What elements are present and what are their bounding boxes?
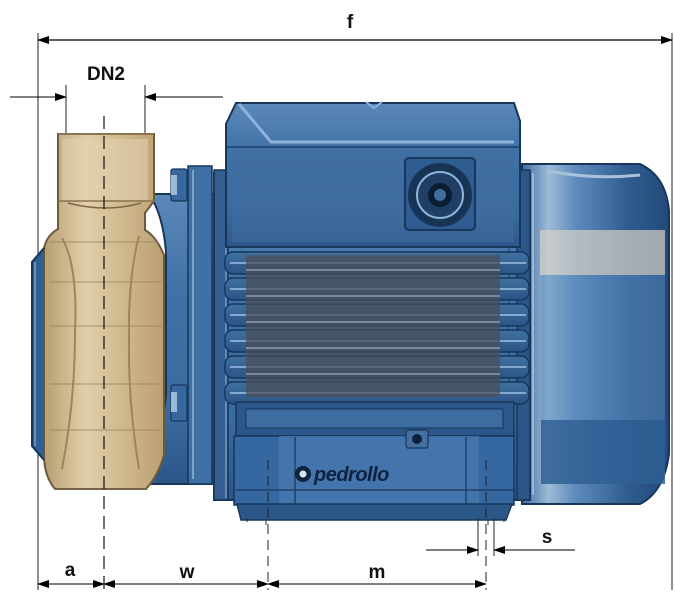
pump-adapter — [147, 165, 215, 485]
dimension-dn2: DN2 — [10, 64, 223, 143]
bottom-dimensions: a w m s — [37, 460, 575, 590]
pump-casing — [31, 133, 165, 490]
bolt-top — [170, 168, 188, 202]
motor-base: pedrollo — [233, 401, 515, 525]
cable-gland — [404, 157, 476, 231]
label-s: s — [542, 527, 553, 548]
label-f: f — [347, 12, 354, 33]
motor-end-cover — [521, 163, 670, 505]
label-m: m — [369, 562, 386, 583]
cooling-fins — [224, 251, 530, 405]
brand-logo: pedrollo — [295, 464, 390, 486]
bolt-bottom — [170, 384, 188, 422]
label-dn2: DN2 — [87, 64, 125, 85]
label-a: a — [65, 560, 76, 581]
terminal-box — [225, 101, 521, 248]
label-w: w — [179, 562, 195, 583]
brand-text: pedrollo — [313, 464, 389, 486]
